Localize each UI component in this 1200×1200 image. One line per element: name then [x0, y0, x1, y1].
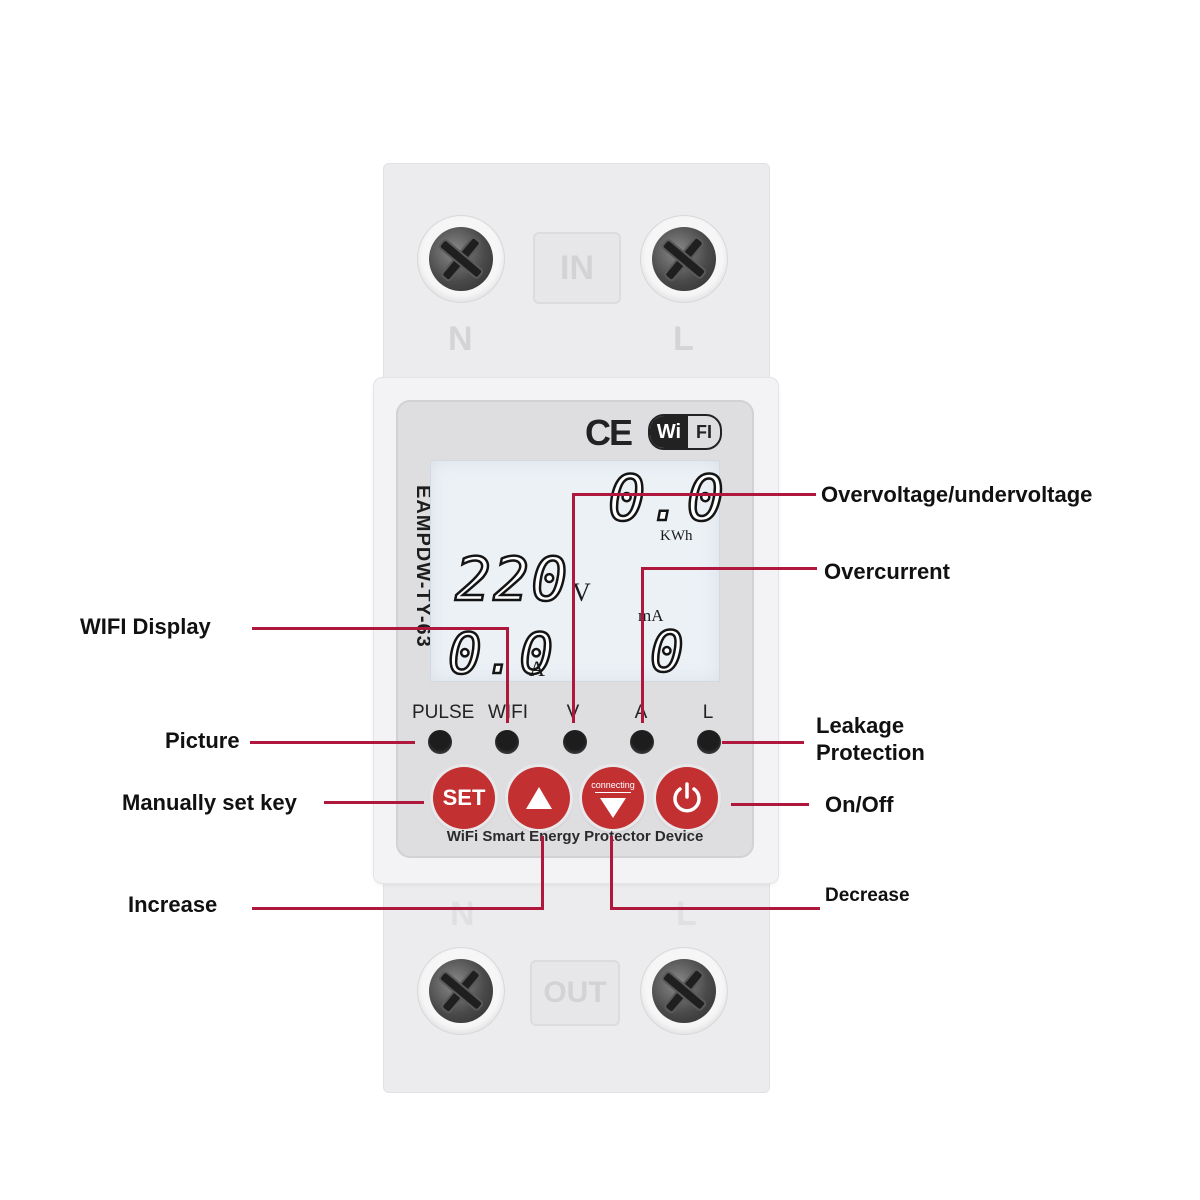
- callout-picture: Picture: [165, 728, 240, 753]
- callout-line: [610, 836, 613, 910]
- callout-manual-set: Manually set key: [122, 790, 297, 815]
- indicator-label-pulse: PULSE: [412, 702, 475, 723]
- input-port-label: IN: [535, 234, 619, 302]
- power-button[interactable]: [656, 767, 718, 829]
- callout-line: [252, 627, 508, 630]
- current-led: [630, 730, 654, 754]
- voltage-readout: 220: [454, 544, 570, 617]
- set-button[interactable]: SET: [433, 767, 495, 829]
- arrow-up-icon: [526, 787, 552, 809]
- voltage-led: [563, 730, 587, 754]
- callout-increase: Increase: [128, 892, 218, 917]
- power-icon: [673, 782, 701, 813]
- callout-line: [731, 803, 809, 806]
- callout-line: [572, 493, 816, 496]
- callout-line: [641, 567, 817, 570]
- lcd-display: [430, 460, 720, 682]
- voltage-unit: V: [572, 578, 591, 607]
- callout-leakage-line1: Leakage: [816, 713, 905, 738]
- callout-overcurrent: Overcurrent: [824, 559, 950, 584]
- callout-line: [252, 907, 544, 910]
- callout-decrease: Decrease: [825, 885, 910, 906]
- output-port-label: OUT: [532, 962, 618, 1024]
- leakage-led: [697, 730, 721, 754]
- pulse-led: [428, 730, 452, 754]
- callout-line: [324, 801, 424, 804]
- model-number: EAMPDW-TY-63: [412, 485, 434, 648]
- callout-line: [250, 741, 415, 744]
- indicator-label-leakage: L: [702, 702, 714, 723]
- terminal-label-neutral: N: [450, 895, 475, 933]
- callout-line: [541, 836, 544, 910]
- wifi-badge: Wi FI: [648, 414, 722, 450]
- current-readout: 0.0: [447, 621, 556, 689]
- callout-line: [722, 741, 804, 744]
- decrease-button[interactable]: connecting: [582, 767, 644, 829]
- energy-unit: KWh: [660, 528, 693, 544]
- terminal-label-neutral: N: [448, 320, 473, 358]
- screw-icon: [418, 216, 504, 302]
- wifi-badge-fi: FI: [696, 421, 712, 442]
- terminal-label-line: L: [673, 320, 694, 358]
- wifi-led: [495, 730, 519, 754]
- callout-line: [610, 907, 820, 910]
- callout-wifi-display: WIFI Display: [80, 614, 211, 639]
- connecting-label: connecting: [591, 780, 635, 790]
- leakage-readout: 0: [649, 619, 686, 687]
- screw-icon: [641, 948, 727, 1034]
- callout-line: [506, 627, 509, 723]
- terminal-label-line: L: [676, 895, 697, 933]
- screw-icon: [641, 216, 727, 302]
- ce-mark: CE: [585, 412, 633, 453]
- callout-overvoltage: Overvoltage/undervoltage: [821, 482, 1093, 507]
- callout-on-off: On/Off: [825, 792, 894, 817]
- device-name: WiFi Smart Energy Protector Device: [446, 828, 704, 845]
- button-divider: [595, 792, 631, 793]
- energy-readout: 0.0: [607, 461, 726, 537]
- callout-line: [641, 567, 644, 723]
- callout-leakage-line2: Protection: [816, 740, 925, 765]
- arrow-down-icon: [600, 798, 626, 818]
- screw-icon: [418, 948, 504, 1034]
- current-unit: A: [529, 656, 545, 681]
- increase-button[interactable]: [508, 767, 570, 829]
- leakage-unit: mA: [638, 606, 664, 625]
- callout-line: [572, 493, 575, 723]
- wifi-badge-wi: Wi: [650, 416, 688, 448]
